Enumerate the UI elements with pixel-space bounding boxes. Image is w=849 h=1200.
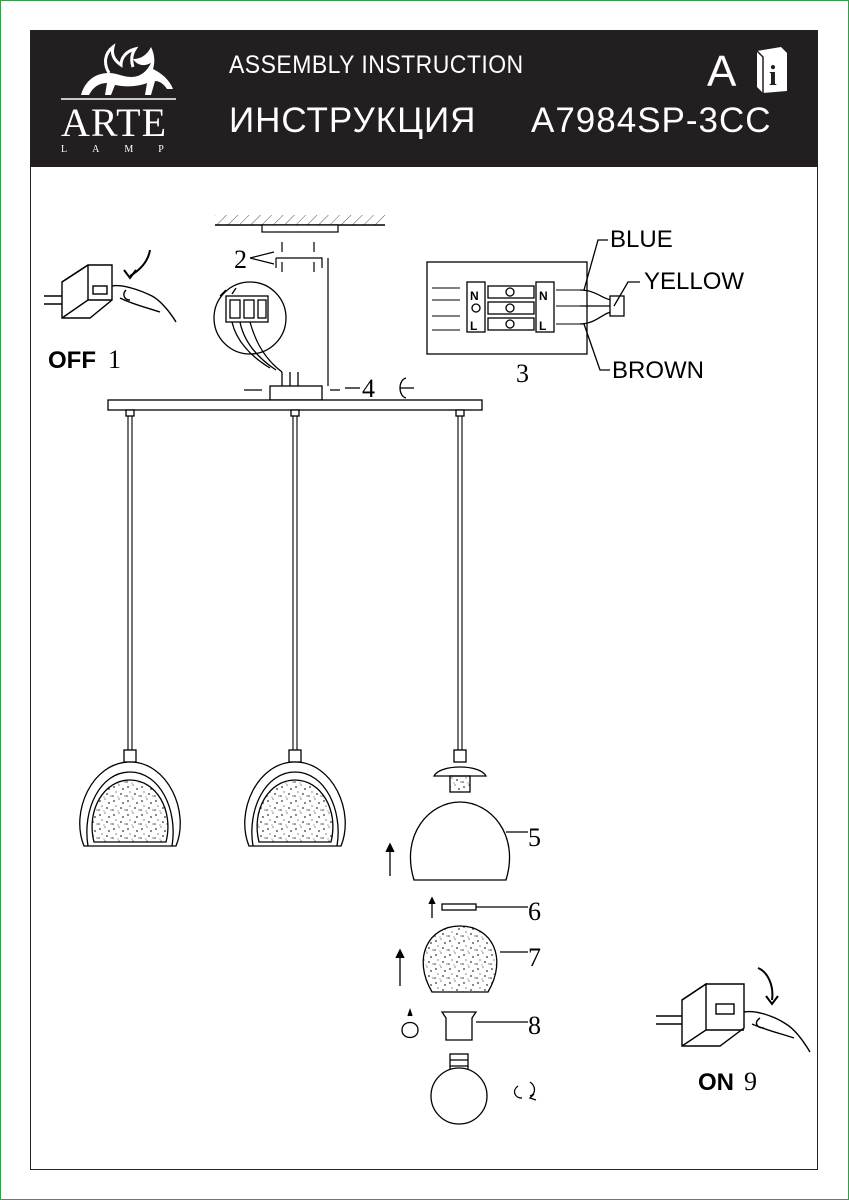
ceiling-bar — [107, 399, 483, 417]
step7-number: 7 — [528, 943, 541, 972]
pendant-lamp-right-exploded — [432, 749, 488, 793]
step4-arrow — [345, 377, 414, 399]
wire-connection-detail — [213, 281, 287, 373]
terminal-label-n-right: N — [539, 289, 548, 303]
terminal-label-n-left: N — [470, 289, 479, 303]
svg-text:i: i — [769, 61, 777, 92]
wire-label-blue: BLUE — [610, 226, 673, 253]
wire-label-brown: BROWN — [612, 357, 704, 384]
title-english: ASSEMBLY INSTRUCTION — [229, 51, 524, 79]
mounting-screws — [249, 242, 329, 386]
wire-leader-lines — [583, 239, 640, 371]
on-label: ON — [698, 1069, 734, 1096]
step3-number: 3 — [516, 359, 529, 388]
inner-glass-shade — [395, 925, 528, 993]
step4-number: 4 — [362, 374, 375, 403]
fixing-ring — [428, 896, 528, 918]
terminal-label-l-left: L — [470, 319, 477, 333]
step6-number: 6 — [528, 897, 541, 926]
on-step-number: 9 — [744, 1067, 757, 1096]
socket-ring — [401, 1007, 528, 1041]
badge-letter: A — [707, 47, 737, 96]
info-book-icon: i — [756, 47, 787, 93]
suspension-cables — [127, 416, 463, 750]
griffin-logo-icon — [61, 43, 176, 100]
content-frame — [30, 30, 818, 1170]
wire-label-yellow: YELLOW — [644, 268, 744, 295]
switch-on-illustration — [656, 967, 811, 1053]
brand-subtitle: LAMP — [61, 144, 189, 155]
pendant-lamp-middle — [244, 749, 346, 847]
terminal-block-diagram — [426, 261, 625, 355]
switch-off-illustration — [44, 249, 177, 323]
canopy — [244, 372, 340, 401]
off-label: OFF — [48, 347, 96, 374]
step5-number: 5 — [528, 823, 541, 852]
title-russian: ИНСТРУКЦИЯ — [229, 101, 477, 140]
step2-number: 2 — [234, 245, 247, 274]
pendant-lamp-left — [79, 749, 181, 847]
ceiling-illustration — [215, 215, 385, 233]
header-bar: ARTE LAMP ASSEMBLY INSTRUCTION ИНСТРУКЦИ… — [31, 31, 817, 167]
outer-glass-shade — [385, 801, 528, 881]
light-bulb — [430, 1053, 537, 1125]
brand-name: ARTE — [61, 100, 168, 145]
step8-number: 8 — [528, 1011, 541, 1040]
terminal-label-l-right: L — [539, 319, 546, 333]
off-step-number: 1 — [108, 345, 121, 374]
model-number: A7984SP-3CC — [531, 101, 772, 140]
